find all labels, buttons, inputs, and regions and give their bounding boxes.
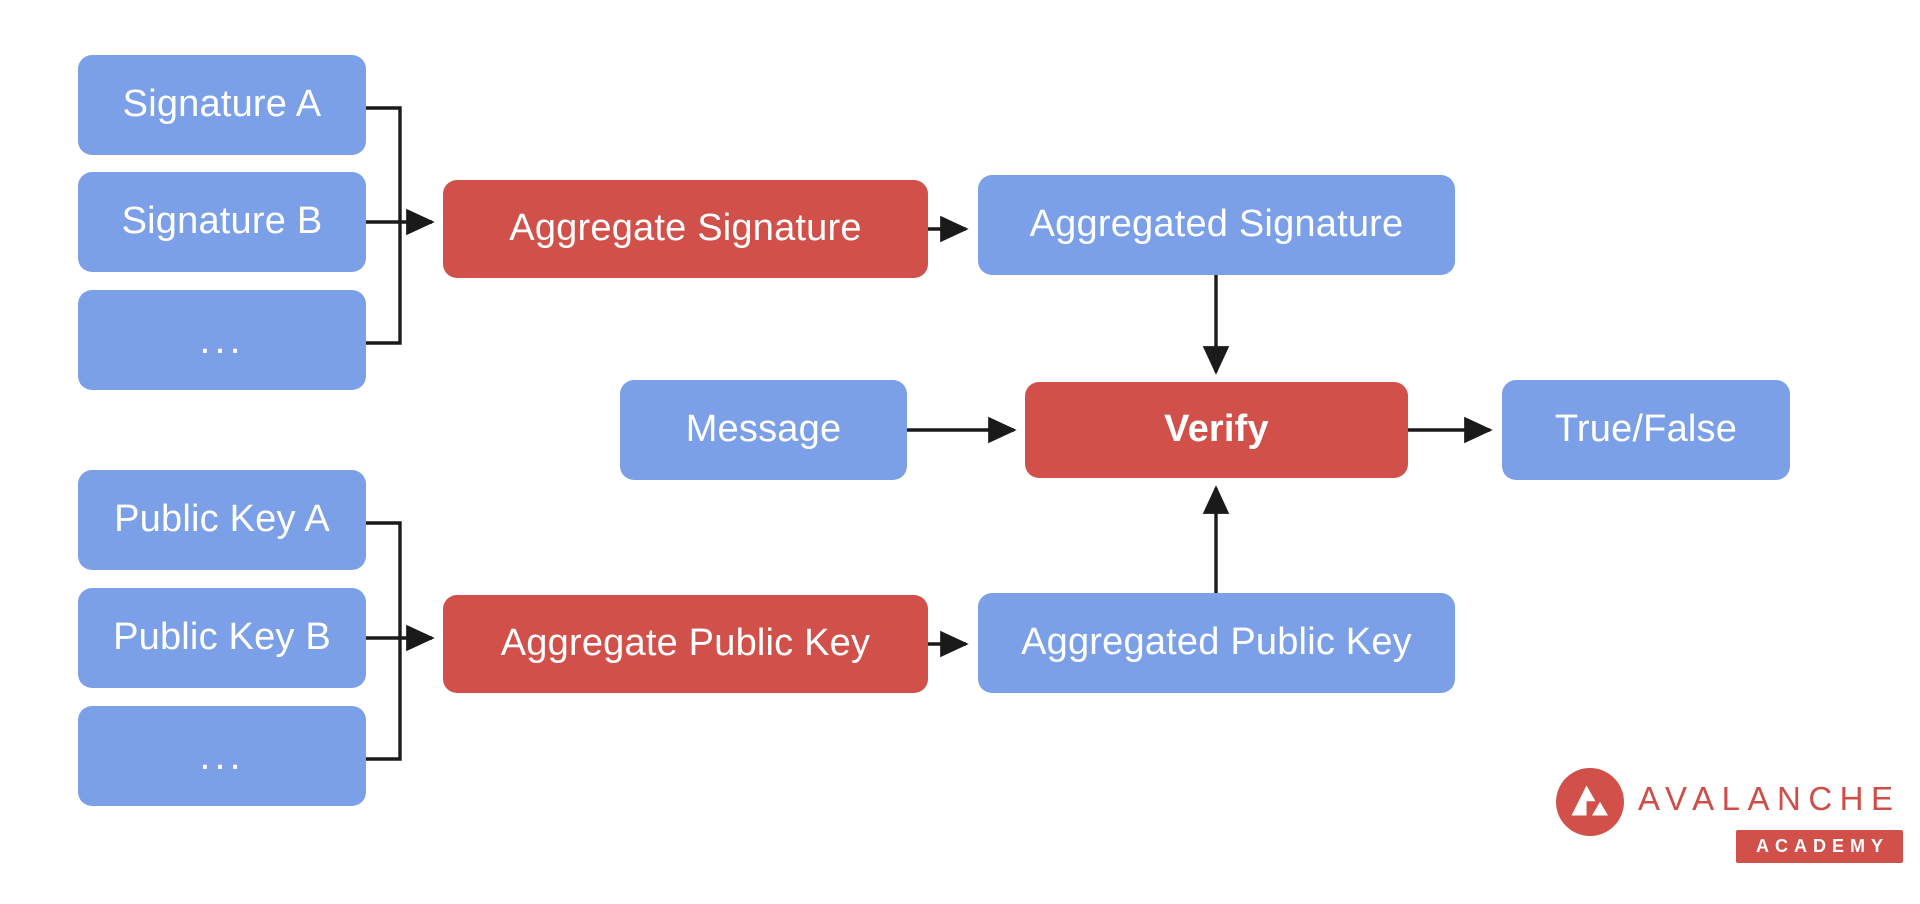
- node-signature-a[interactable]: Signature A: [78, 55, 366, 155]
- node-aggregated-signature[interactable]: Aggregated Signature: [978, 175, 1455, 275]
- node-aggregate-public-key[interactable]: Aggregate Public Key: [443, 595, 928, 693]
- avalanche-triangle-mark: [1556, 768, 1624, 836]
- logo-academy-badge: ACADEMY: [1736, 830, 1904, 863]
- node-signature-more[interactable]: ...: [78, 290, 366, 390]
- node-aggregated-public-key[interactable]: Aggregated Public Key: [978, 593, 1455, 693]
- node-true-false[interactable]: True/False: [1502, 380, 1790, 480]
- edge-pubkeys-bus: [366, 521, 435, 761]
- node-verify[interactable]: Verify: [1025, 382, 1408, 478]
- edge-signatures-bus: [366, 106, 435, 345]
- node-public-key-b[interactable]: Public Key B: [78, 588, 366, 688]
- node-aggregate-signature[interactable]: Aggregate Signature: [443, 180, 928, 278]
- logo-wordmark: AVALANCHE: [1638, 780, 1901, 817]
- avalanche-academy-logo: AVALANCHE ACADEMY: [1556, 768, 1904, 878]
- node-signature-b[interactable]: Signature B: [78, 172, 366, 272]
- node-public-key-a[interactable]: Public Key A: [78, 470, 366, 570]
- node-public-key-more[interactable]: ...: [78, 706, 366, 806]
- node-message[interactable]: Message: [620, 380, 907, 480]
